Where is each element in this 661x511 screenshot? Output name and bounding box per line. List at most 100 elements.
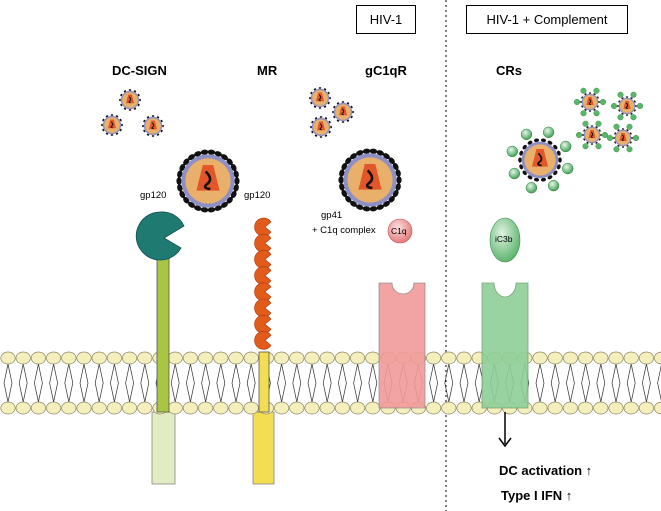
panel-label-hiv-complement: HIV-1 + Complement (466, 5, 628, 34)
lipid-head (532, 401, 548, 415)
lipid-head (76, 401, 92, 415)
lipid-head (350, 401, 366, 415)
complement-fragment (600, 98, 607, 105)
lipid-head (46, 401, 62, 415)
complement-fragment (547, 180, 560, 192)
lipid-head (76, 351, 92, 365)
lipid-head (593, 351, 609, 365)
virion (576, 120, 609, 150)
lipid-head (562, 351, 578, 365)
lipid-head (243, 351, 259, 365)
lipid-head (61, 351, 77, 365)
dc-sign-cytoplasmic-tail (151, 411, 176, 485)
complement-fragment (593, 110, 600, 117)
lipid-head (0, 351, 16, 365)
gc1qr-receptor (378, 282, 426, 409)
complement-fragment (593, 87, 600, 94)
mr-receptor (254, 217, 272, 413)
lipid-head (623, 351, 639, 365)
lipid-head (334, 401, 350, 415)
virion (338, 148, 402, 212)
lipid-head (319, 351, 335, 365)
opsonized-virion (506, 126, 574, 194)
mr-crd-domain (254, 233, 272, 253)
complement-fragment (617, 91, 624, 98)
complement-fragment (617, 114, 624, 121)
lipid-head (593, 401, 609, 415)
mr-crd-domain (254, 282, 272, 302)
virion (309, 87, 331, 109)
c1q-label: C1q (391, 226, 407, 236)
lipid-head (456, 401, 472, 415)
mr-crd-domains (254, 217, 272, 350)
complement-fragment (582, 143, 589, 150)
virion (611, 91, 644, 121)
complement-fragment (611, 102, 618, 109)
complement-fragment (630, 114, 637, 121)
complement-fragment (626, 123, 633, 130)
complement-fragment (626, 146, 633, 153)
complement-fragment (520, 128, 533, 140)
complement-fragment (602, 131, 609, 138)
lipid-head (30, 351, 46, 365)
complement-fragment (506, 145, 518, 158)
mr-crd-domain (254, 217, 272, 237)
gp41-label: gp41 (321, 210, 343, 221)
complement-fragment (607, 134, 614, 141)
lipid-head (106, 351, 122, 365)
lipid-head (608, 401, 624, 415)
lipid-head (122, 401, 138, 415)
complement-fragment (574, 98, 581, 105)
lipid-head (91, 401, 107, 415)
lipid-head (547, 401, 563, 415)
lipid-head (304, 401, 320, 415)
complement-fragment (508, 167, 520, 180)
lipid-head (289, 401, 305, 415)
c1q-molecule (387, 218, 413, 244)
lipid-head (426, 351, 442, 365)
mr-crd-domain (254, 298, 272, 318)
complement-fragment (576, 131, 583, 138)
gc1qr-body (378, 282, 426, 409)
complement-fragment (580, 110, 587, 117)
panel-label-hiv: HIV-1 (356, 5, 416, 34)
lipid-head (30, 401, 46, 415)
dc-sign-receptor (135, 211, 185, 413)
lipid-head (578, 351, 594, 365)
mr-crd-domain (254, 314, 272, 334)
lipid-head (0, 401, 16, 415)
lipid-head (638, 351, 654, 365)
receptor-label-gc1qr: gC1qR (365, 63, 407, 78)
lipid-head (198, 351, 214, 365)
lipid-head (198, 401, 214, 415)
complement-fragment (595, 120, 602, 127)
lipid-head (182, 351, 198, 365)
lipid-head (15, 401, 31, 415)
lipid-head (137, 351, 153, 365)
complement-fragment (595, 143, 602, 150)
cr-body (481, 282, 529, 409)
lipid-head (441, 401, 457, 415)
complement-fragment (562, 162, 574, 175)
complement-fragment (637, 102, 644, 109)
lipid-head (61, 401, 77, 415)
complement-fragment (630, 91, 637, 98)
lipid-bilayer-membrane (0, 351, 661, 415)
lipid-head (182, 401, 198, 415)
lipid-head (106, 401, 122, 415)
lipid-head (623, 401, 639, 415)
virion (310, 116, 332, 138)
outcome-type1-ifn: Type I IFN ↑ (501, 488, 573, 503)
receptor-label-mr: MR (257, 63, 278, 78)
gp120-label-right: gp120 (244, 190, 271, 201)
lipid-head (547, 351, 563, 365)
lipid-head (350, 351, 366, 365)
mr-crd-domain (254, 266, 272, 285)
receptor-label-crs: CRs (496, 63, 523, 78)
complement-receptor (481, 282, 529, 409)
signal-arrow (498, 412, 512, 448)
complement-fragment (613, 123, 620, 130)
complement-fragment (633, 134, 640, 141)
lipid-head (365, 401, 381, 415)
lipid-head (289, 351, 305, 365)
